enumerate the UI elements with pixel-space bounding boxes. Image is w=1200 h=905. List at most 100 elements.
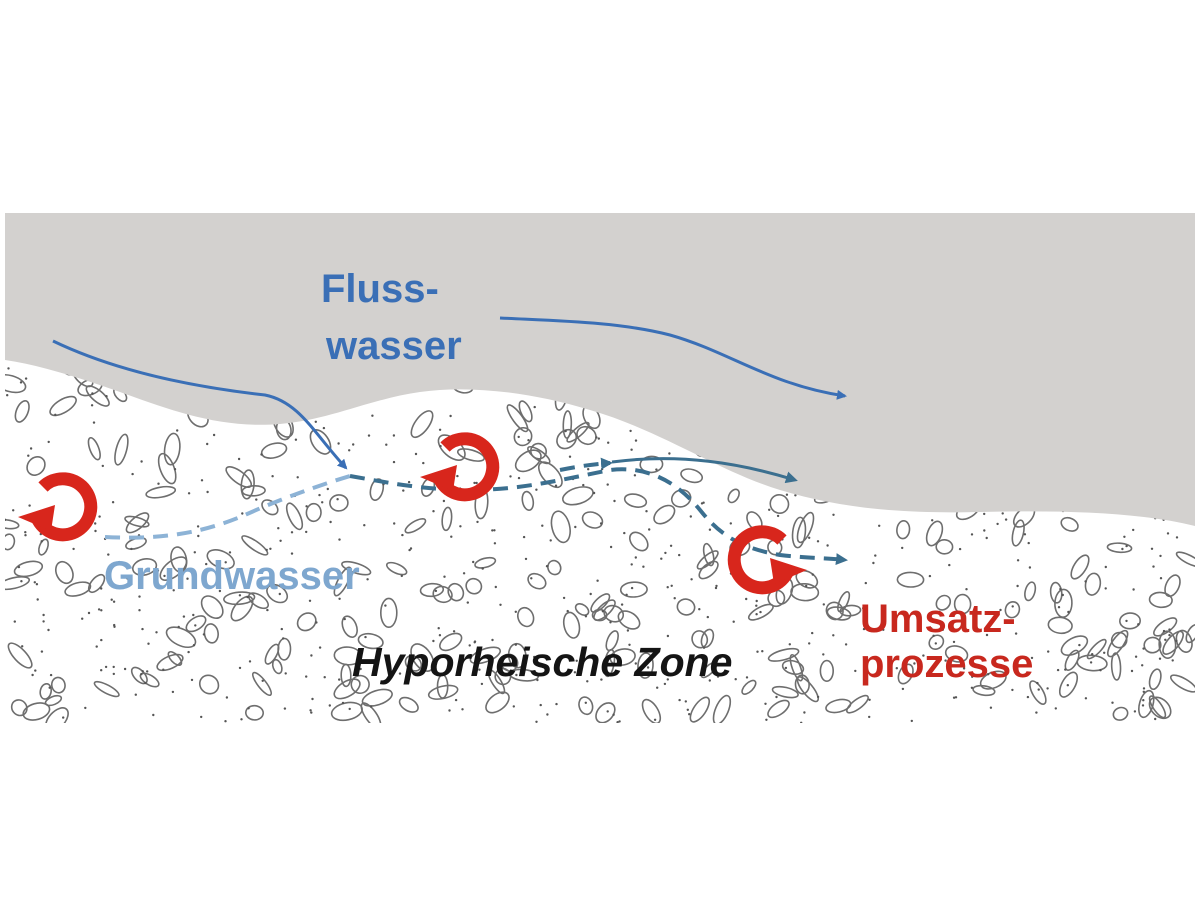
sediment-dot: [745, 597, 748, 601]
circular-arrow-icon: [420, 432, 500, 502]
sediment-grain: [93, 680, 120, 698]
sediment-dot: [999, 608, 1002, 612]
sediment-grain: [341, 615, 358, 639]
sediment-grain: [26, 456, 46, 476]
sediment-dot: [348, 707, 351, 711]
sediment-dot: [653, 718, 657, 721]
sediment-dot: [326, 487, 329, 491]
sediment-grain: [825, 601, 844, 621]
sediment-dot: [642, 565, 645, 568]
sediment-grain: [5, 576, 31, 591]
sediment-dot: [246, 595, 249, 599]
sediment-dot: [1084, 580, 1087, 583]
sediment-dot: [1089, 661, 1093, 664]
sediment-grain: [944, 645, 969, 663]
sediment-dot: [868, 698, 871, 701]
sediment-dot: [91, 392, 94, 395]
sediment-grain: [826, 606, 852, 621]
sediment-grain: [1169, 674, 1195, 693]
sediment-grain: [1164, 574, 1181, 598]
sediment-dot: [1168, 633, 1171, 637]
sediment-dot: [1078, 643, 1081, 647]
sediment-dot: [716, 675, 720, 678]
sediment-dot: [398, 672, 402, 675]
sediment-dot: [1123, 535, 1126, 538]
sediment-grain: [972, 684, 996, 697]
sediment-dot: [49, 673, 53, 677]
sediment-grain: [14, 399, 30, 423]
sediment-dot: [609, 621, 612, 624]
sediment-grain: [247, 592, 270, 610]
sediment-dot: [928, 574, 932, 578]
sediment-dot: [664, 551, 667, 555]
sediment-dot: [575, 659, 578, 662]
sediment-dot: [1026, 695, 1030, 699]
sediment-dot: [670, 584, 673, 587]
sediment-dot: [162, 668, 165, 671]
sediment-grain: [605, 630, 619, 652]
sediment-dot: [155, 631, 158, 634]
sediment-dot: [623, 531, 626, 535]
sediment-dot: [443, 575, 446, 578]
sediment-dot: [468, 644, 471, 647]
sediment-grain: [1119, 612, 1141, 630]
river-water-body: [5, 213, 1195, 526]
sediment-dot: [535, 720, 538, 723]
sediment-dot: [901, 546, 904, 550]
sediment-dot: [634, 439, 638, 442]
sediment-grain: [623, 493, 648, 508]
sediment-dot: [494, 585, 497, 589]
sediment-dot: [450, 535, 453, 538]
sediment-dot: [607, 441, 610, 444]
sediment-grain: [513, 426, 533, 447]
sediment-dot: [442, 499, 446, 503]
sediment-grain: [5, 373, 27, 394]
sediment-dot: [369, 705, 373, 708]
sediment-dot: [318, 493, 321, 497]
sediment-dot: [1016, 559, 1020, 562]
sediment-dot: [1111, 701, 1114, 704]
sediment-dot: [402, 489, 405, 492]
sediment-dot: [1104, 565, 1108, 569]
sediment-dot: [157, 482, 160, 485]
sediment-dot: [107, 553, 110, 556]
sediment-dot: [439, 444, 442, 448]
sediment-dot: [176, 429, 179, 432]
sediment-dot: [5, 518, 7, 521]
sediment-grain: [5, 518, 20, 530]
sediment-dot: [141, 627, 144, 631]
sediment-dot: [328, 704, 331, 707]
sediment-grain: [198, 674, 220, 695]
sediment-grain: [637, 652, 654, 679]
sediment-grain: [156, 653, 184, 672]
sediment-dot: [1011, 605, 1014, 608]
sediment-grain: [521, 490, 535, 511]
sediment-dot: [1028, 566, 1032, 569]
sediment-dot: [932, 634, 935, 637]
sediment-dot: [432, 639, 435, 643]
sediment-dot: [280, 627, 283, 631]
sediment-dot: [934, 642, 937, 645]
sediment-grain: [87, 573, 106, 594]
sediment-dot: [476, 520, 479, 524]
sediment-dot: [336, 498, 339, 501]
sediment-dot: [512, 705, 515, 708]
sediment-dot: [100, 669, 103, 672]
sediment-grain: [702, 542, 715, 567]
sediment-dot: [255, 498, 258, 501]
sediment-grain: [698, 560, 719, 580]
sediment-dot: [434, 589, 438, 593]
sediment-grain: [1175, 551, 1195, 568]
sediment-grain: [436, 674, 449, 699]
sediment-dot: [630, 563, 633, 566]
sediment-grain: [266, 583, 289, 604]
sediment-dot: [94, 529, 97, 533]
turnover-processes-label-line2: prozesse: [860, 642, 1034, 686]
sediment-dot: [1023, 533, 1027, 536]
hyporheic-flow-main-arrow: [349, 467, 848, 566]
sediment-dot: [304, 571, 307, 574]
sediment-grain: [494, 667, 512, 686]
sediment-dot: [156, 569, 160, 572]
sediment-grain: [44, 707, 69, 723]
sediment-dot: [1166, 532, 1170, 535]
